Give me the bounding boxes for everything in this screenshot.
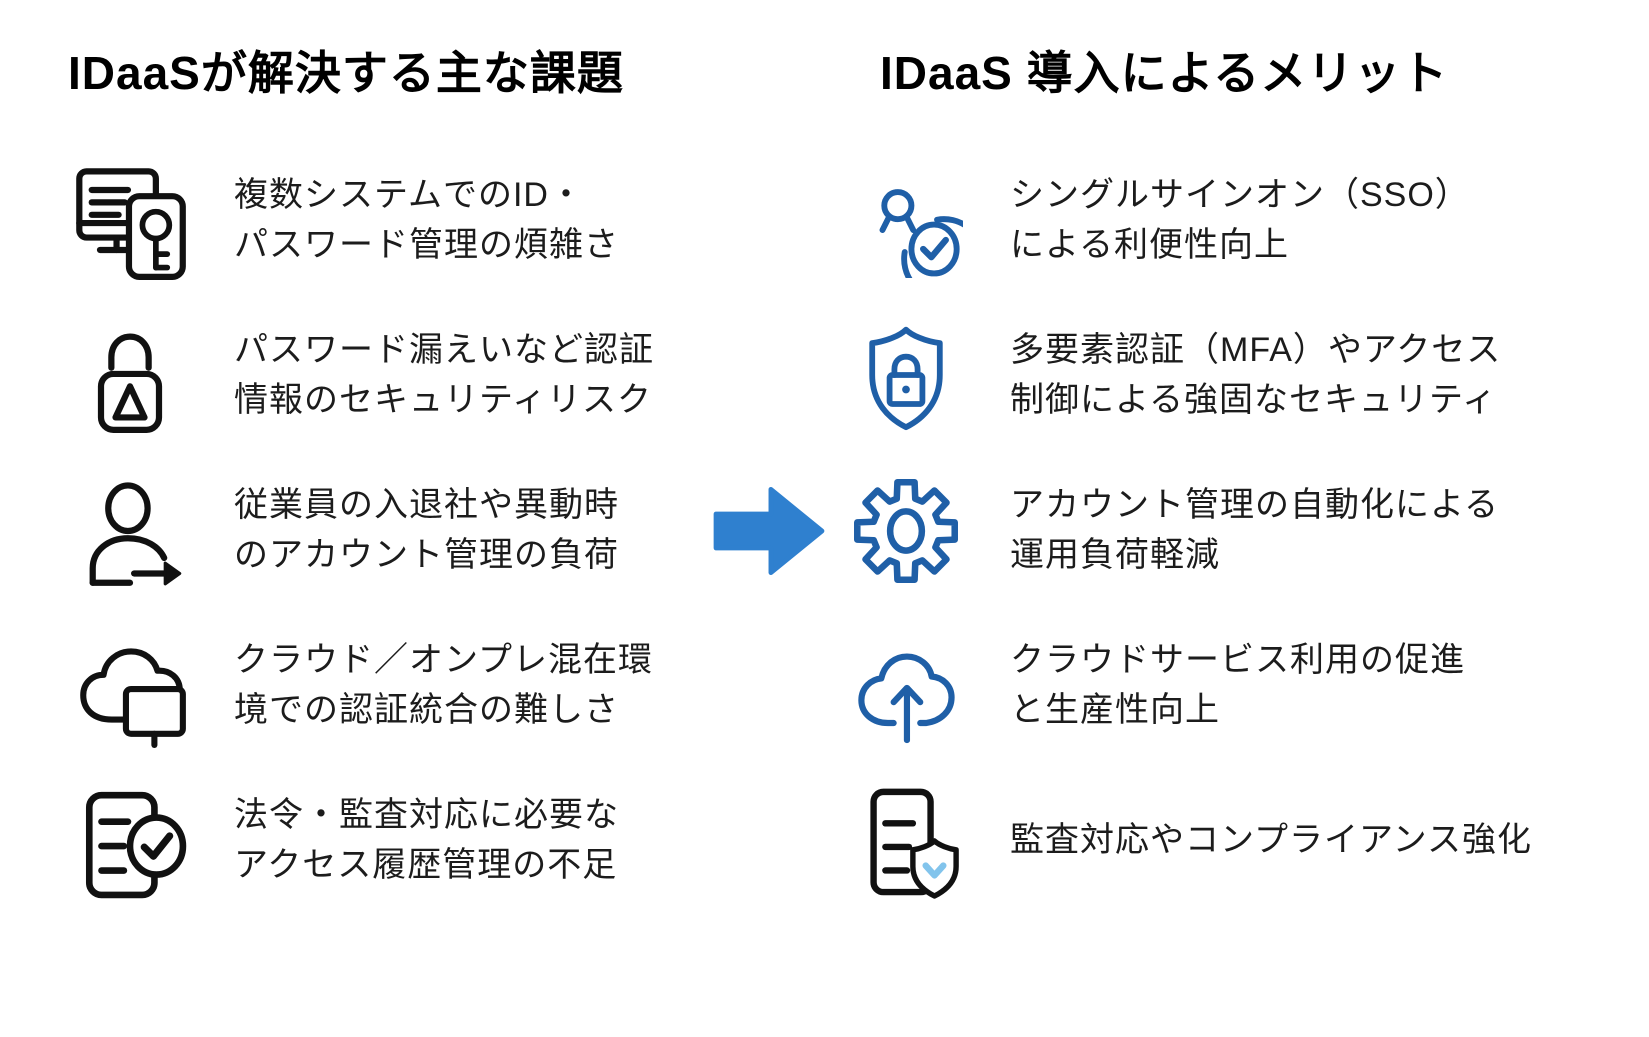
problem-text: 法令・監査対応に必要な アクセス履歴管理の不足: [234, 795, 619, 884]
problem-item: 従業員の入退社や異動時 のアカウント管理の負荷: [68, 453, 718, 608]
benefits-title: IDaaS 導入によるメリット: [880, 47, 1449, 99]
audit-log-check-icon: [68, 778, 192, 904]
benefits-section: IDaaS 導入によるメリット シングルサインオン（SSO） による利便性向上: [848, 46, 1618, 918]
benefit-item: 監査対応やコンプライアンス強化: [848, 763, 1618, 918]
user-transfer-icon: [68, 468, 192, 594]
problems-list: 複数システムでのID・ パスワード管理の煩雑さ パスワード漏えいなど認証 情報の…: [68, 143, 718, 918]
problems-section: IDaaSが解決する主な課題 複数システムでのID・ パスワード管理の: [68, 46, 718, 918]
benefit-item: アカウント管理の自動化による 運用負荷軽減: [848, 453, 1618, 608]
problem-item: クラウド／オンプレ混在環 境での認証統合の難しさ: [68, 608, 718, 763]
cloud-upload-icon: [848, 623, 964, 749]
benefit-item: クラウドサービス利用の促進 と生産性向上: [848, 608, 1618, 763]
problem-text: 複数システムでのID・ パスワード管理の煩雑さ: [234, 175, 619, 264]
gear-icon: [848, 468, 964, 594]
problems-title: IDaaSが解決する主な課題: [68, 47, 624, 99]
problem-text: クラウド／オンプレ混在環 境での認証統合の難しさ: [234, 640, 653, 729]
problem-text: パスワード漏えいなど認証 情報のセキュリティリスク: [234, 330, 654, 419]
benefit-text: クラウドサービス利用の促進 と生産性向上: [1010, 640, 1465, 729]
benefit-text: シングルサインオン（SSO） による利便性向上: [1010, 175, 1470, 264]
benefit-text: 監査対応やコンプライアンス強化: [1010, 820, 1532, 859]
problem-text: 従業員の入退社や異動時 のアカウント管理の負荷: [234, 485, 619, 574]
compliance-shield-icon: [848, 778, 964, 904]
benefit-item: 多要素認証（MFA）やアクセス 制御による強固なセキュリティ: [848, 298, 1618, 453]
cloud-onprem-icon: [68, 623, 192, 749]
sso-user-check-icon: [848, 158, 964, 284]
lock-warning-icon: [68, 313, 192, 439]
shield-lock-icon: [848, 313, 964, 439]
benefits-list: シングルサインオン（SSO） による利便性向上 多要素認証（MFA）やアクセス …: [848, 143, 1618, 918]
transform-right-arrow-icon: [710, 478, 828, 584]
problem-item: 複数システムでのID・ パスワード管理の煩雑さ: [68, 143, 718, 298]
problem-item: パスワード漏えいなど認証 情報のセキュリティリスク: [68, 298, 718, 453]
benefit-text: アカウント管理の自動化による 運用負荷軽減: [1010, 485, 1499, 574]
monitor-id-key-icon: [68, 158, 192, 284]
benefit-text: 多要素認証（MFA）やアクセス 制御による強固なセキュリティ: [1010, 330, 1502, 419]
problem-item: 法令・監査対応に必要な アクセス履歴管理の不足: [68, 763, 718, 918]
benefit-item: シングルサインオン（SSO） による利便性向上: [848, 143, 1618, 298]
